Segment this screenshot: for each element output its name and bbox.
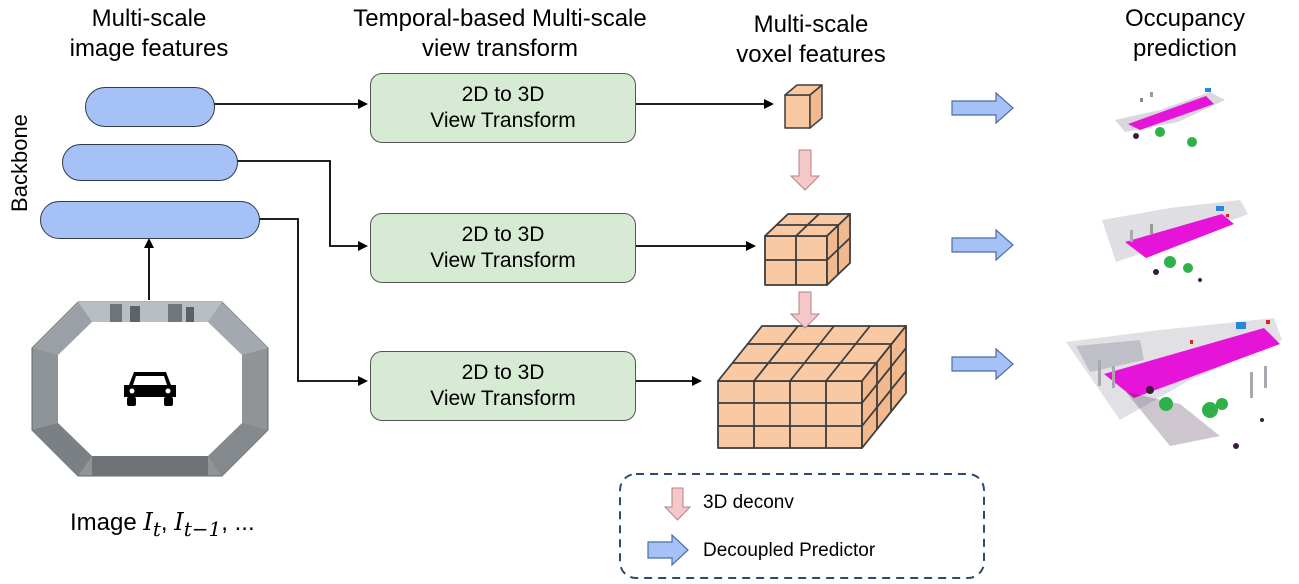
view-transform-2-line2: View Transform: [430, 249, 576, 272]
view-transform-box-3: 2D to 3D View Transform: [370, 351, 636, 421]
header-image-features: Multi-scale image features: [54, 4, 244, 64]
image-caption-sub-t1: t−1: [183, 516, 222, 541]
connector-scale2: [237, 160, 368, 251]
view-transform-box-2: 2D to 3D View Transform: [370, 213, 636, 283]
header-view-transform-line1: Temporal-based Multi-scale: [353, 5, 647, 32]
car-icon: [124, 372, 176, 406]
image-caption-sub-t: t: [152, 516, 161, 541]
occupancy-prediction-2: [1102, 200, 1248, 282]
view-transform-3-line1: 2D to 3D: [461, 361, 545, 384]
view-transform-1-line1: 2D to 3D: [461, 83, 545, 106]
legend-deconv-icon: [663, 487, 692, 521]
header-view-transform-line2: view transform: [421, 35, 579, 62]
header-occupancy: Occupancy prediction: [1080, 4, 1290, 64]
predictor-arrow-1: [951, 91, 1014, 125]
header-view-transform: Temporal-based Multi-scale view transfor…: [320, 4, 680, 64]
feature-box-scale3: [40, 201, 260, 239]
image-caption-prefix: Image: [70, 509, 144, 536]
header-image-features-line2: image features: [69, 35, 229, 62]
view-transform-2-line1: 2D to 3D: [461, 223, 545, 246]
header-voxel-features: Multi-scale voxel features: [706, 10, 916, 70]
header-image-features-line1: Multi-scale: [91, 5, 207, 32]
legend-box: [619, 473, 985, 579]
view-transform-box-1: 2D to 3D View Transform: [370, 73, 636, 143]
voxel-scale3: [717, 325, 907, 449]
occupancy-prediction-3: [1066, 318, 1282, 449]
image-caption-it1: I: [174, 508, 184, 536]
image-caption-it: I: [143, 508, 153, 536]
header-occupancy-line2: prediction: [1132, 35, 1238, 62]
image-caption-comma: ,: [160, 509, 175, 536]
header-voxel-features-line1: Multi-scale: [753, 11, 869, 38]
view-transform-3-line2: View Transform: [430, 387, 576, 410]
occupancy-prediction-1: [1115, 88, 1225, 147]
legend-predictor-label: Decoupled Predictor: [703, 540, 876, 561]
predictor-arrow-2: [951, 228, 1014, 262]
feature-box-scale1: [85, 87, 215, 127]
legend-predictor-icon: [647, 533, 689, 567]
connector-scale3: [259, 218, 368, 386]
feature-box-scale2: [62, 144, 238, 181]
deconv-arrow-1: [789, 149, 821, 191]
legend-deconv-label: 3D deconv: [703, 492, 794, 513]
deconv-arrow-2: [789, 291, 821, 329]
image-caption: Image It, It−1, ...: [70, 508, 255, 542]
header-voxel-features-line2: voxel features: [736, 41, 886, 68]
voxel-scale2: [764, 213, 851, 286]
predictor-arrow-3: [951, 347, 1014, 381]
view-transform-1-line2: View Transform: [430, 109, 576, 132]
voxel-scale1: [784, 84, 823, 129]
header-occupancy-line1: Occupancy: [1124, 5, 1246, 32]
image-caption-suffix: , ...: [221, 509, 255, 536]
